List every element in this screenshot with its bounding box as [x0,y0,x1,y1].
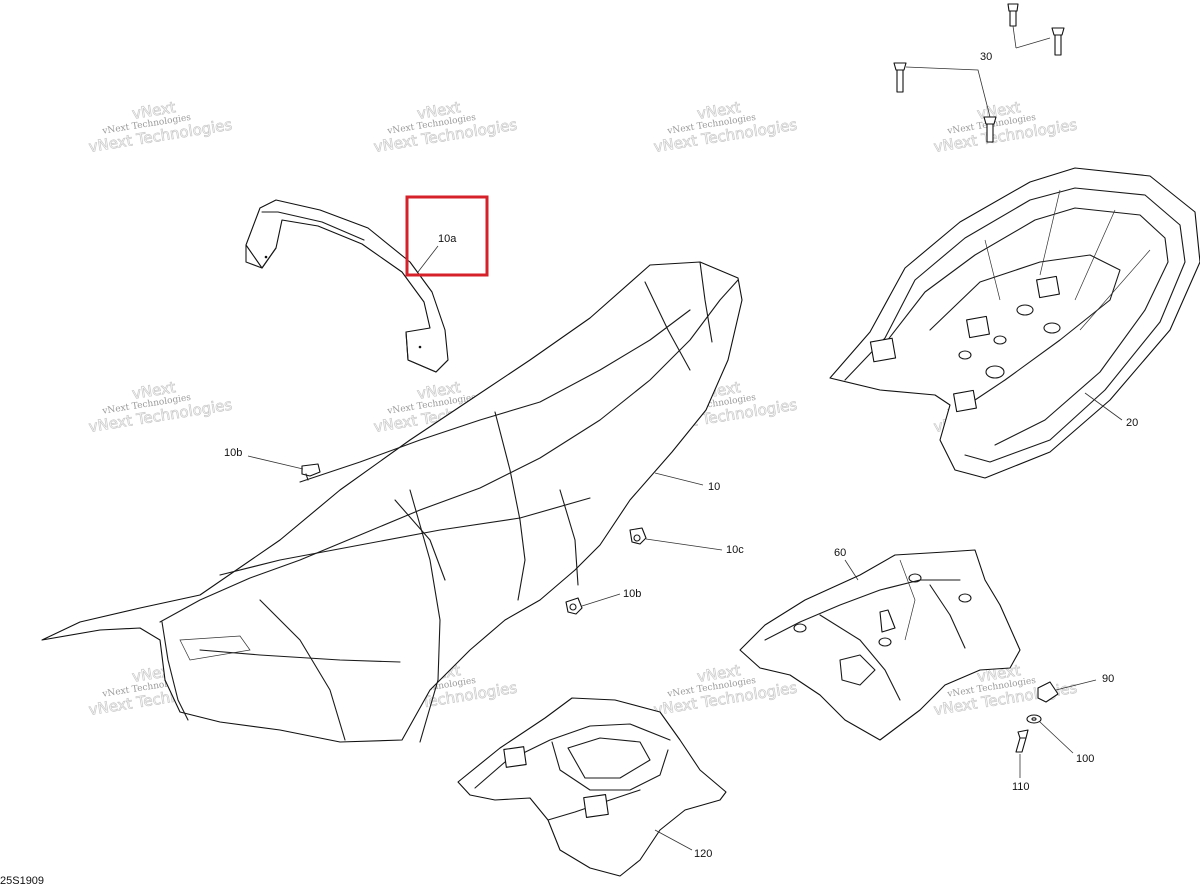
highlight-box-10a [405,195,489,277]
drawing-code: 25S1909 [0,875,44,886]
part-110-bolt[interactable] [1015,729,1029,753]
callout-120: 120 [694,848,712,860]
callout-20: 20 [1126,417,1138,429]
callout-60: 60 [834,547,846,559]
part-10a-seat-strap[interactable] [245,199,449,373]
bolt-30-left[interactable] [893,62,907,93]
callout-10: 10 [708,481,720,493]
callout-10c: 10c [726,544,744,556]
callout-110: 110 [1012,781,1030,793]
bolt-30-top[interactable] [1007,3,1019,27]
callout-100: 100 [1076,753,1094,765]
part-120-under-tray[interactable] [457,697,727,877]
callout-90: 90 [1102,673,1114,685]
part-90-nut[interactable] [1037,681,1059,703]
part-10c-clip[interactable] [629,527,647,545]
callout-30: 30 [980,51,992,63]
bolt-30-right[interactable] [1051,27,1065,56]
callout-10b-bottom: 10b [623,588,641,600]
part-60-seat-bracket[interactable] [739,549,1021,741]
part-10b-clip-top[interactable] [301,463,321,481]
part-10b-clip-bottom[interactable] [565,597,583,615]
part-100-washer[interactable] [1026,714,1042,724]
bolt-30-center[interactable] [983,116,997,143]
callout-10a: 10a [438,233,457,245]
callout-10b-top: 10b [224,447,242,459]
part-10-seat[interactable] [41,261,743,743]
part-20-rear-rack[interactable] [829,167,1200,479]
